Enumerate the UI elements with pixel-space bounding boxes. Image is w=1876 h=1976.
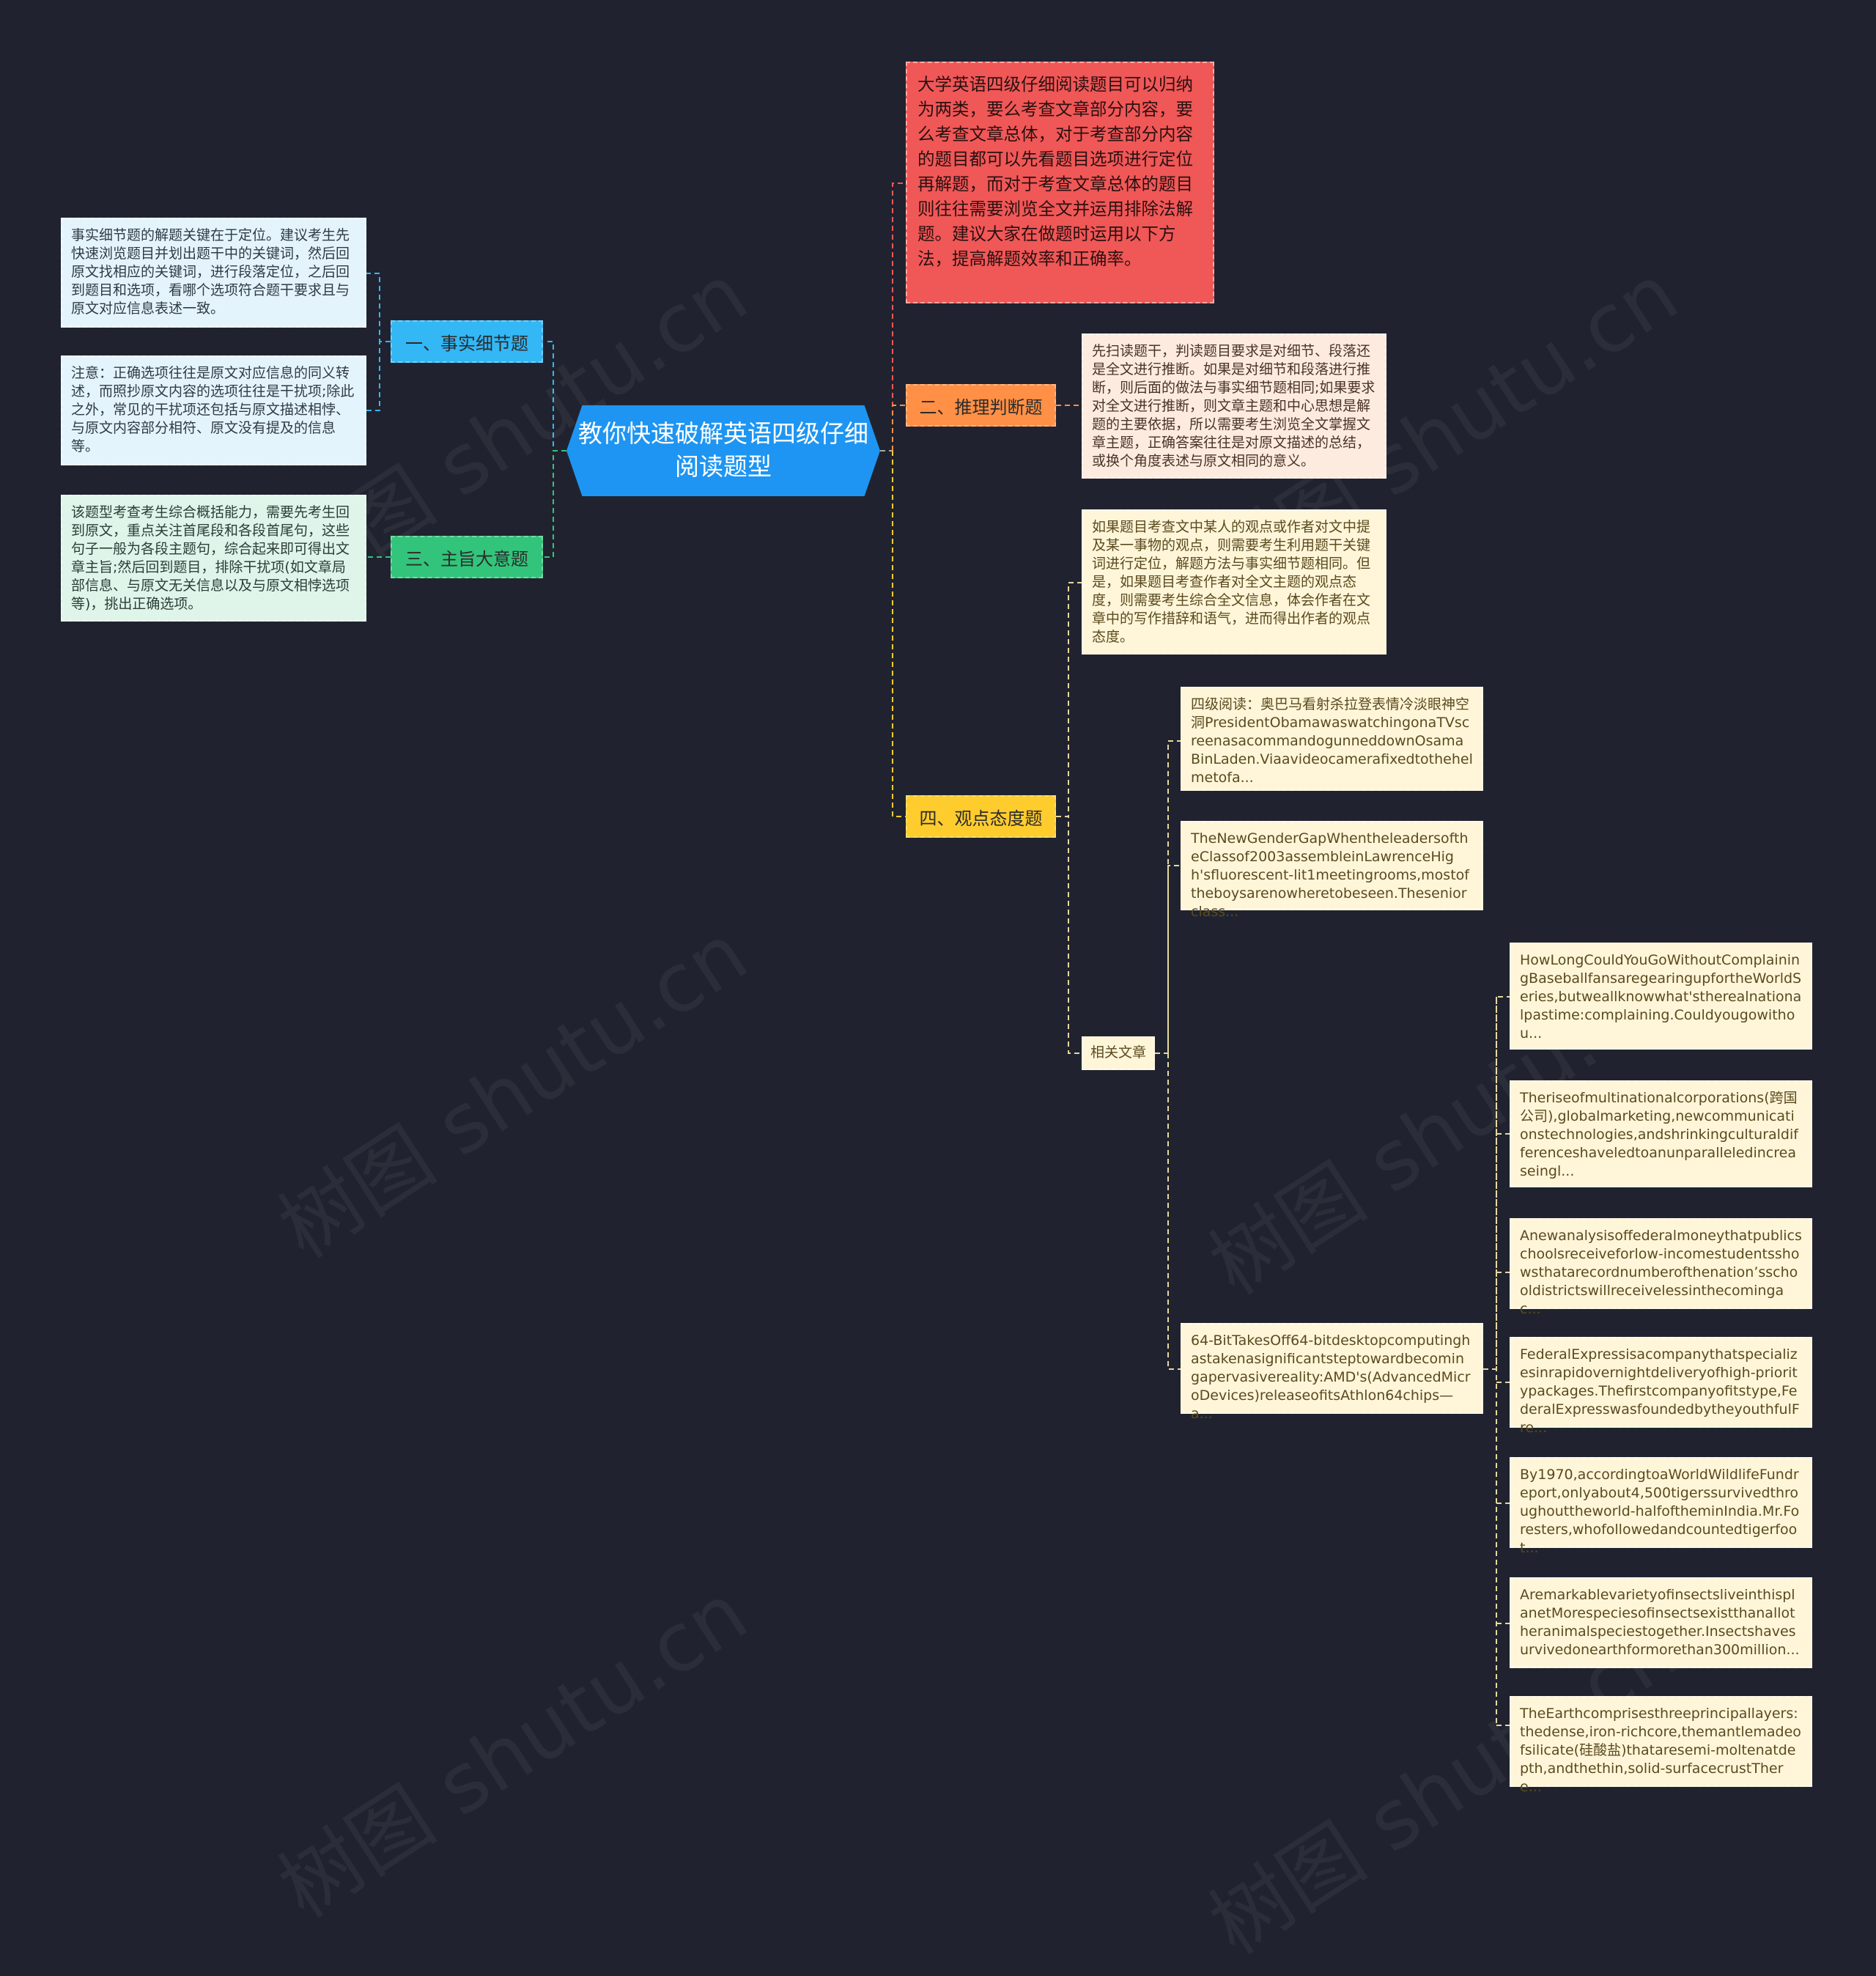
article-text: 64-BitTakesOff64-bitdesktopcomputinghast… <box>1191 1332 1471 1423</box>
branch-label: 四、观点态度题 <box>919 808 1043 829</box>
branch-attitude[interactable]: 四、观点态度题 <box>906 795 1056 838</box>
main-idea-note[interactable]: 该题型考查考生综合概括能力，需要先考生回到原文，重点关注首尾段和各段首尾句，这些… <box>61 495 366 622</box>
note-text: 先扫读题干，判读题目要求是对细节、段落还是全文进行推断。如果是对细节和段落进行推… <box>1092 343 1375 470</box>
related-articles-label[interactable]: 相关文章 <box>1082 1036 1155 1070</box>
root-title: 教你快速破解英语四级仔细阅读题型 <box>578 419 868 481</box>
fact-detail-note[interactable]: 事实细节题的解题关键在于定位。建议考生先快速浏览题目并划出题干中的关键词，然后回… <box>61 218 366 328</box>
root-topic[interactable]: 教你快速破解英语四级仔细阅读题型 <box>566 405 880 496</box>
attitude-note[interactable]: 如果题目考查文中某人的观点或作者对文中提及某一事物的观点，则需要考生利用题干关键… <box>1082 509 1386 655</box>
article-text: Theriseofmultinationalcorporations(跨国公司)… <box>1520 1090 1798 1180</box>
branch-main-idea[interactable]: 三、主旨大意题 <box>391 536 543 578</box>
article-text: Anewanalysisoffederalmoneythatpublicscho… <box>1520 1228 1802 1318</box>
connector-lines <box>366 183 1510 1726</box>
note-text: 如果题目考查文中某人的观点或作者对文中提及某一事物的观点，则需要考生利用题干关键… <box>1092 519 1371 646</box>
related-label-text: 相关文章 <box>1090 1044 1147 1061</box>
intro-node[interactable]: 大学英语四级仔细阅读题目可以归纳为两类，要么考查文章部分内容，要么考查文章总体，… <box>906 62 1214 303</box>
article-text: TheNewGenderGapWhentheleadersoftheClasso… <box>1191 830 1469 921</box>
sub-article-card[interactable]: TheEarthcomprisesthreeprincipallayers:th… <box>1510 1696 1812 1795</box>
article-text: 四级阅读：奥巴马看射杀拉登表情冷淡眼神空洞PresidentObamawaswa… <box>1191 696 1473 786</box>
note-text: 注意：正确选项往往是原文对应信息的同义转述，而照抄原文内容的选项往往是干扰项;除… <box>71 365 355 455</box>
article-text: Aremarkablevarietyofinsectsliveinthispla… <box>1520 1587 1800 1659</box>
sub-article-card[interactable]: By1970,accordingtoaWorldWildlifeFundrepo… <box>1510 1457 1812 1556</box>
branch-label: 一、事实细节题 <box>405 333 528 354</box>
branch-label: 三、主旨大意题 <box>405 548 528 569</box>
sub-article-card[interactable]: HowLongCouldYouGoWithoutComplainingBaseb… <box>1510 943 1812 1050</box>
article-card[interactable]: 四级阅读：奥巴马看射杀拉登表情冷淡眼神空洞PresidentObamawaswa… <box>1181 687 1483 791</box>
article-text: FederalExpressisacompanythatspecializesi… <box>1520 1346 1800 1437</box>
sub-article-card[interactable]: FederalExpressisacompanythatspecializesi… <box>1510 1337 1812 1436</box>
branch-fact-detail[interactable]: 一、事实细节题 <box>391 320 543 363</box>
sub-article-card[interactable]: Aremarkablevarietyofinsectsliveinthispla… <box>1510 1577 1812 1668</box>
article-text: TheEarthcomprisesthreeprincipallayers:th… <box>1520 1706 1801 1796</box>
fact-detail-caution-note[interactable]: 注意：正确选项往往是原文对应信息的同义转述，而照抄原文内容的选项往往是干扰项;除… <box>61 355 366 465</box>
branch-inference[interactable]: 二、推理判断题 <box>906 384 1056 427</box>
intro-text: 大学英语四级仔细阅读题目可以归纳为两类，要么考查文章部分内容，要么考查文章总体，… <box>917 74 1193 270</box>
note-text: 该题型考查考生综合概括能力，需要先考生回到原文，重点关注首尾段和各段首尾句，这些… <box>71 504 350 613</box>
sub-article-card[interactable]: Anewanalysisoffederalmoneythatpublicscho… <box>1510 1218 1812 1317</box>
branch-label: 二、推理判断题 <box>919 397 1043 418</box>
article-text: By1970,accordingtoaWorldWildlifeFundrepo… <box>1520 1467 1800 1557</box>
note-text: 事实细节题的解题关键在于定位。建议考生先快速浏览题目并划出题干中的关键词，然后回… <box>71 227 350 317</box>
article-card[interactable]: 64-BitTakesOff64-bitdesktopcomputinghast… <box>1181 1323 1483 1422</box>
inference-note[interactable]: 先扫读题干，判读题目要求是对细节、段落还是全文进行推断。如果是对细节和段落进行推… <box>1082 333 1386 479</box>
article-card[interactable]: TheNewGenderGapWhentheleadersoftheClasso… <box>1181 821 1483 920</box>
article-text: HowLongCouldYouGoWithoutComplainingBaseb… <box>1520 952 1802 1042</box>
sub-article-card[interactable]: Theriseofmultinationalcorporations(跨国公司)… <box>1510 1080 1812 1187</box>
